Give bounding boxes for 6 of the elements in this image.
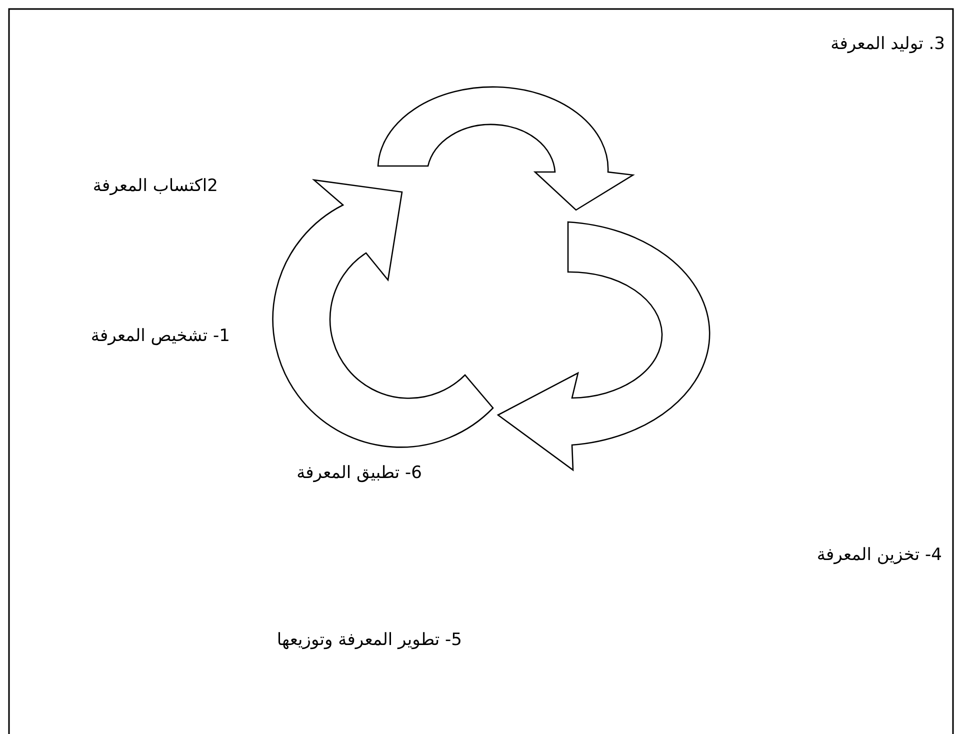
stage-label: 1- تشخيص المعرفة [90, 326, 230, 346]
stage-label: 4- تخزين المعرفة [816, 545, 942, 565]
stage-label: 2اكتساب المعرفة [92, 176, 218, 196]
stage-label: 5- تطوير المعرفة وتوزيعها [276, 630, 462, 650]
stage-label: 3. توليد المعرفة [830, 34, 945, 54]
stage-label: 6- تطبيق المعرفة [296, 463, 422, 483]
